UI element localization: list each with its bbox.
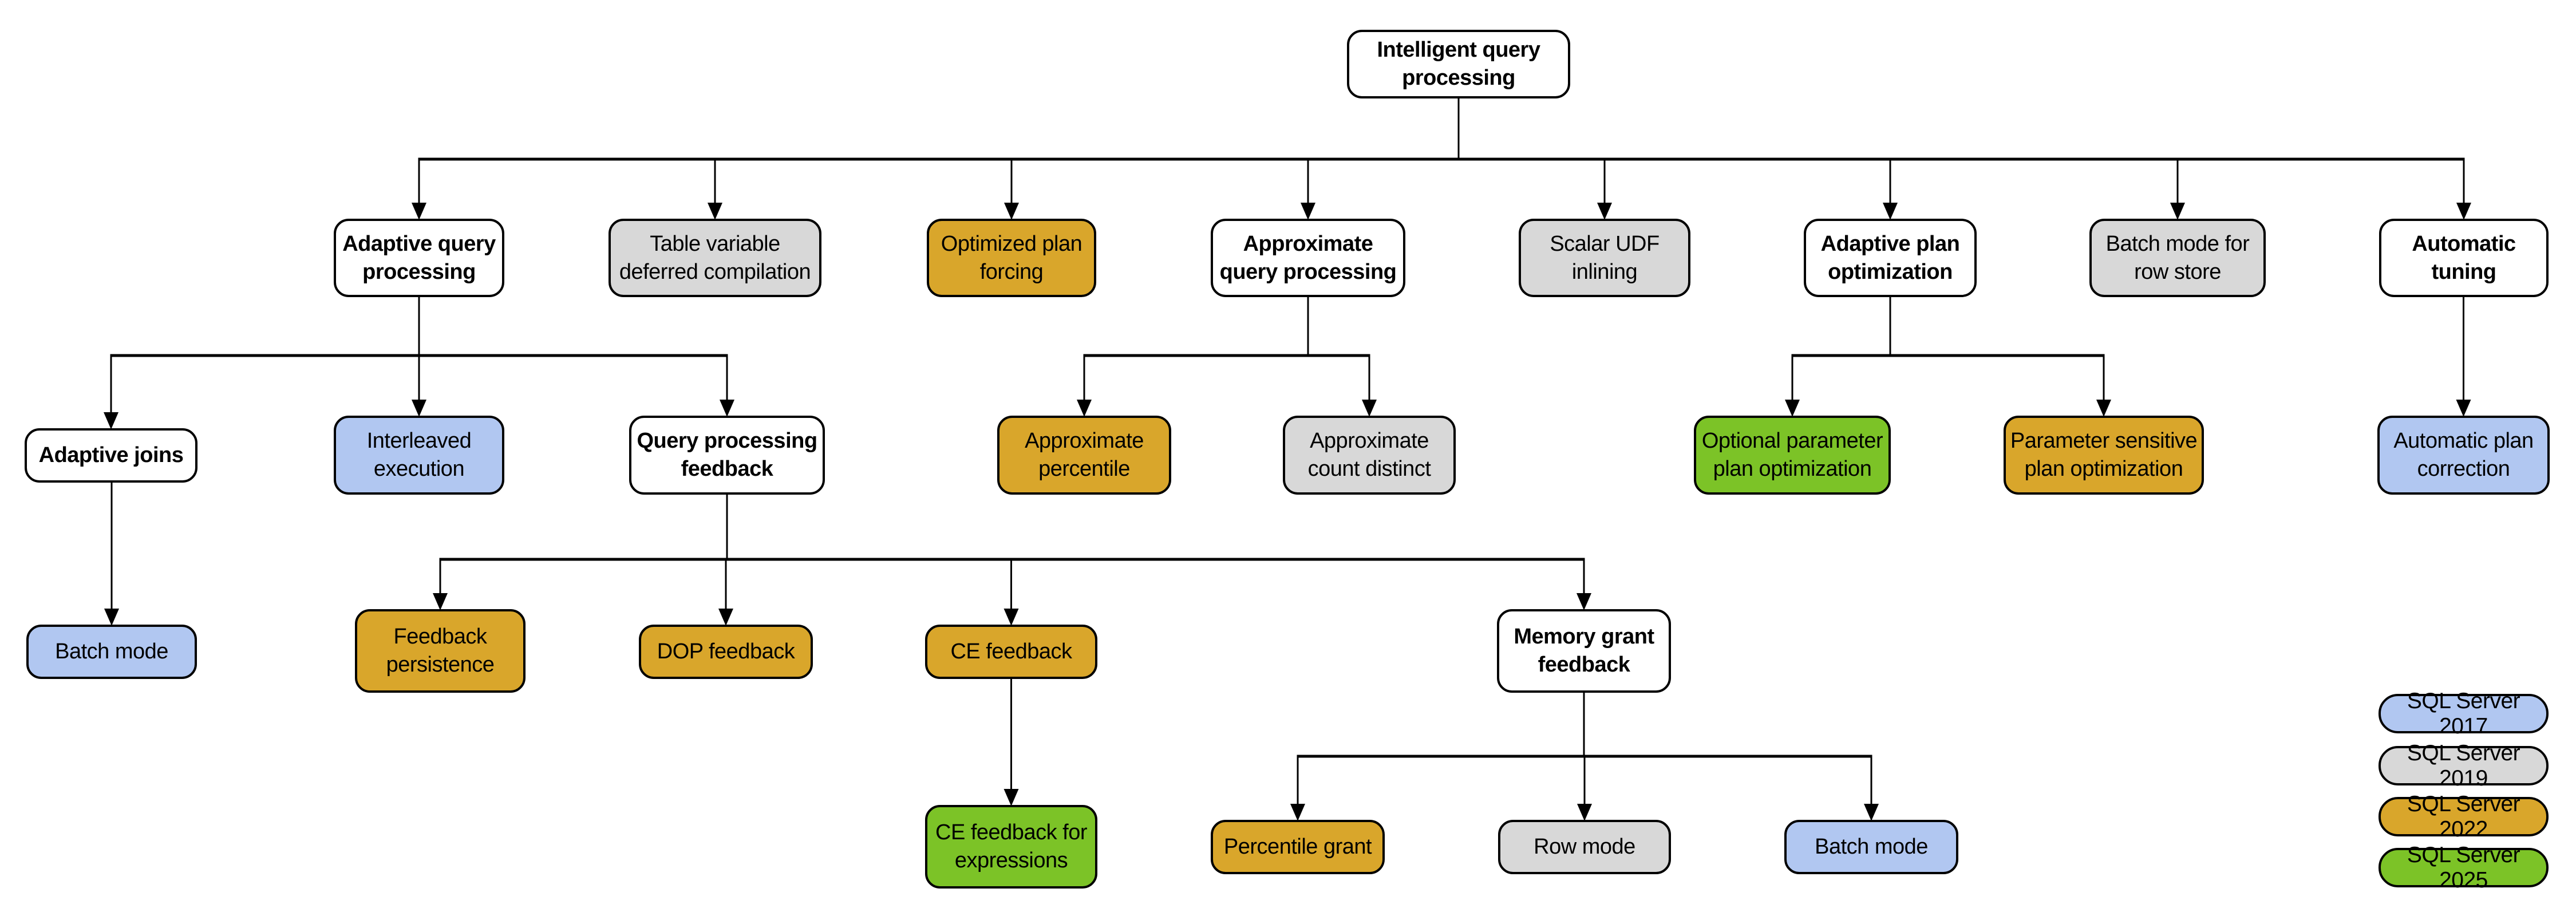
node-optional-parameter-plan-optimization: Optional parameter plan optimization (1694, 416, 1891, 495)
node-interleaved-execution: Interleaved execution (334, 416, 504, 495)
arrowhead-icon (1883, 203, 1898, 220)
arrowhead-icon (708, 203, 722, 220)
legend-item-sql-server-2022: SQL Server 2022 (2379, 792, 2549, 842)
arrowhead-icon (2170, 203, 2185, 220)
node-automatic-tuning: Automatic tuning (2379, 219, 2549, 297)
node-approximate-query-processing: Approximate query processing (1211, 219, 1405, 297)
arrowhead-icon (1577, 593, 1591, 610)
node-adaptive-query-processing: Adaptive query processing (334, 219, 504, 297)
node-scalar-udf-inlining: Scalar UDF inlining (1519, 219, 1690, 297)
node-approximate-percentile: Approximate percentile (997, 416, 1171, 495)
arrowhead-icon (718, 609, 733, 626)
arrowhead-icon (104, 412, 118, 429)
node-batch-mode-for-row-store: Batch mode for row store (2089, 219, 2266, 297)
arrowhead-icon (104, 609, 119, 626)
node-intelligent-query-processing: Intelligent query processing (1347, 30, 1570, 98)
arrowhead-icon (1301, 203, 1315, 220)
node-feedback-persistence: Feedback persistence (355, 609, 526, 693)
node-ce-feedback: CE feedback (925, 625, 1097, 679)
arrowhead-icon (1577, 804, 1592, 821)
node-dop-feedback: DOP feedback (639, 625, 813, 679)
node-adaptive-joins: Adaptive joins (25, 428, 197, 483)
arrowhead-icon (433, 593, 448, 610)
arrowhead-icon (1864, 804, 1879, 821)
node-table-variable-deferred-compilation: Table variable deferred compilation (609, 219, 821, 297)
arrowhead-icon (1077, 400, 1092, 417)
arrowhead-icon (1290, 804, 1305, 821)
node-row-mode: Row mode (1498, 820, 1671, 874)
node-ce-feedback-for-expressions: CE feedback for expressions (925, 805, 1097, 889)
arrowhead-icon (1597, 203, 1612, 220)
arrowhead-icon (412, 400, 426, 417)
legend-item-sql-server-2017: SQL Server 2017 (2379, 689, 2549, 739)
node-adaptive-plan-optimization: Adaptive plan optimization (1804, 219, 1977, 297)
node-batch-mode-adaptive-joins: Batch mode (26, 625, 197, 679)
arrowhead-icon (720, 400, 734, 417)
node-query-processing-feedback: Query processing feedback (629, 416, 825, 495)
arrowhead-icon (1004, 203, 1019, 220)
legend-item-sql-server-2019: SQL Server 2019 (2379, 741, 2549, 791)
node-approximate-count-distinct: Approximate count distinct (1283, 416, 1456, 495)
arrowhead-icon (2456, 400, 2471, 417)
arrowhead-icon (412, 203, 426, 220)
arrowhead-icon (1785, 400, 1800, 417)
node-batch-mode-memory-grant: Batch mode (1784, 820, 1958, 874)
node-percentile-grant: Percentile grant (1211, 820, 1385, 874)
arrowhead-icon (1362, 400, 1377, 417)
arrowhead-icon (2456, 203, 2471, 220)
node-automatic-plan-correction: Automatic plan correction (2377, 416, 2550, 495)
arrowhead-icon (1003, 789, 1019, 806)
node-memory-grant-feedback: Memory grant feedback (1497, 609, 1671, 693)
arrowhead-icon (1003, 609, 1019, 626)
node-parameter-sensitive-plan-optimization: Parameter sensitive plan optimization (2004, 416, 2204, 495)
node-optimized-plan-forcing: Optimized plan forcing (927, 219, 1096, 297)
arrowhead-icon (2096, 400, 2111, 417)
legend-item-sql-server-2025: SQL Server 2025 (2379, 843, 2549, 893)
